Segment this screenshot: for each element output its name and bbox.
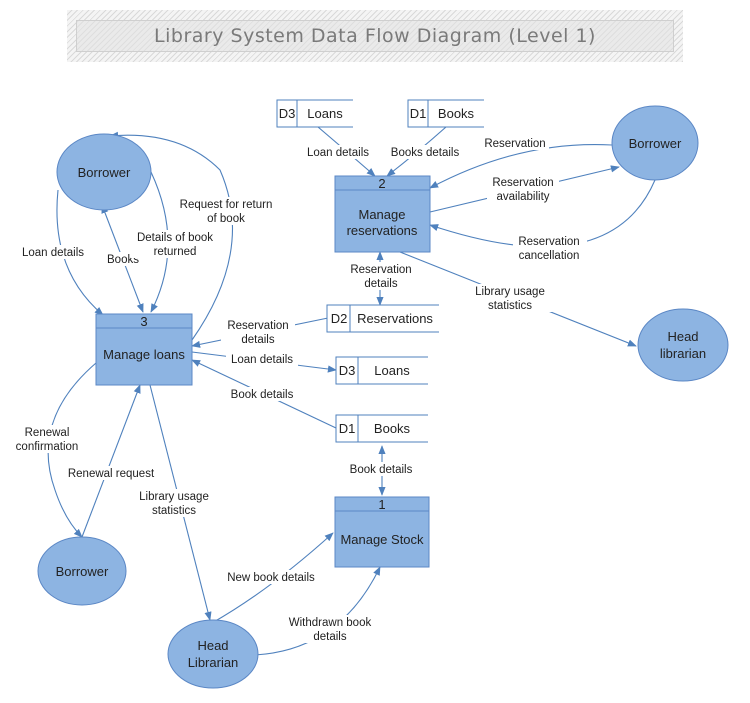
flow-label-line2: details — [364, 278, 397, 290]
entity-label-line2: librarian — [660, 346, 706, 361]
flow-label: Books details — [391, 147, 460, 159]
flow-label: Reservation — [484, 138, 545, 150]
entity-head-librarian-bottom[interactable]: Head Librarian — [167, 619, 259, 689]
entity-head-librarian-right[interactable]: Head librarian — [637, 308, 729, 382]
flow-label: Loan details — [22, 247, 84, 259]
store-id: D3 — [339, 363, 356, 378]
entity-label: Borrower — [629, 136, 682, 151]
flow-labels: Loan details Books details Reservation R… — [8, 136, 587, 643]
flow-label-line1: Withdrawn book — [289, 617, 372, 629]
process-name-line1: Manage — [359, 207, 406, 222]
flow-label-line1: Renewal — [25, 427, 70, 439]
store-id: D2 — [331, 311, 348, 326]
store-id: D1 — [410, 106, 427, 121]
process-number: 3 — [140, 314, 147, 329]
flow-borrower-loan-details[interactable] — [56, 189, 104, 316]
flow-label-line1: Reservation — [227, 320, 288, 332]
entity-label: Borrower — [56, 564, 109, 579]
flow-label-line1: Library usage — [139, 491, 209, 503]
flow-label-line2: of book — [207, 213, 245, 225]
flow-renewal-confirmation[interactable] — [47, 362, 97, 538]
entity-label-line1: Head — [197, 638, 228, 653]
store-id: D3 — [279, 106, 296, 121]
entity-label: Borrower — [78, 165, 131, 180]
data-store-d3-mid[interactable]: D3 Loans — [335, 356, 428, 385]
process-name: Manage loans — [103, 347, 185, 362]
flow-label-line2: details — [313, 631, 346, 643]
data-store-d3-top[interactable]: D3 Loans — [276, 99, 353, 128]
flow-label-line2: cancellation — [519, 250, 580, 262]
process-3-manage-loans[interactable]: 3 Manage loans — [95, 313, 193, 386]
process-2-manage-reservations[interactable]: 2 Manage reservations — [334, 175, 431, 253]
flow-label: New book details — [227, 572, 315, 584]
flow-label-line1: Reservation — [492, 177, 553, 189]
process-number: 2 — [378, 176, 385, 191]
flow-label-line1: Reservation — [350, 264, 411, 276]
flow-label-line2: confirmation — [16, 441, 79, 453]
flow-reservation[interactable] — [429, 144, 613, 189]
flow-label: Loan details — [307, 147, 369, 159]
store-name: Loans — [374, 363, 410, 378]
process-name: Manage Stock — [340, 532, 424, 547]
flow-label: Loan details — [231, 354, 293, 366]
process-number: 1 — [378, 497, 385, 512]
flow-label-line2: returned — [154, 246, 197, 258]
flow-label: Book details — [350, 464, 413, 476]
data-store-d1-mid[interactable]: D1 Books — [335, 414, 428, 443]
flow-label-line1: Details of book — [137, 232, 213, 244]
process-name-line2: reservations — [347, 223, 418, 238]
entity-borrower-top-right[interactable]: Borrower — [611, 105, 699, 181]
flow-label-line2: availability — [496, 191, 549, 203]
flow-label: Book details — [231, 389, 294, 401]
flow-label-line2: statistics — [488, 300, 532, 312]
store-id: D1 — [339, 421, 356, 436]
entity-label-line2: Librarian — [188, 655, 239, 670]
entity-label-line1: Head — [667, 329, 698, 344]
process-1-manage-stock[interactable]: 1 Manage Stock — [334, 496, 430, 568]
data-store-d2[interactable]: D2 Reservations — [326, 304, 439, 333]
flow-label: Renewal request — [68, 468, 155, 480]
store-name: Loans — [307, 106, 343, 121]
flow-label-line2: details — [241, 334, 274, 346]
flow-renewal-request[interactable] — [81, 384, 141, 538]
flow-label-line1: Library usage — [475, 286, 545, 298]
flow-label-line1: Request for return — [180, 199, 273, 211]
flow-label-line2: statistics — [152, 505, 196, 517]
data-store-d1-top[interactable]: D1 Books — [407, 99, 484, 128]
flow-label-line1: Reservation — [518, 236, 579, 248]
store-name: Books — [438, 106, 475, 121]
store-name: Reservations — [357, 311, 433, 326]
store-name: Books — [374, 421, 411, 436]
flow-request-return[interactable] — [109, 131, 234, 341]
diagram-title: Library System Data Flow Diagram (Level … — [76, 20, 674, 52]
entity-borrower-bottom[interactable]: Borrower — [37, 536, 127, 606]
entity-borrower-top-left[interactable]: Borrower — [56, 133, 152, 211]
